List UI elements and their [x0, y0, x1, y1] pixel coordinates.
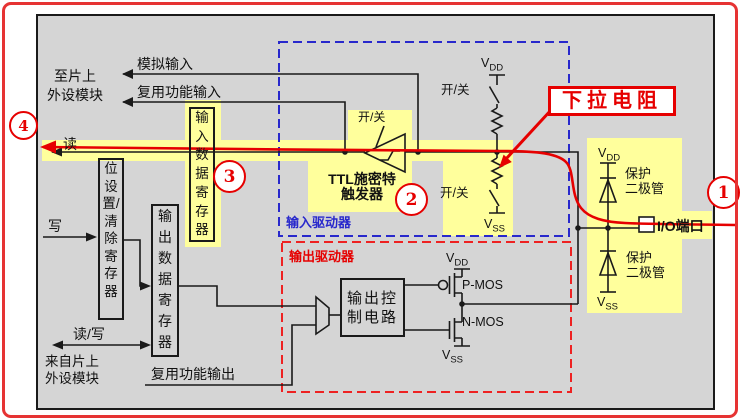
label-switch-trigger: 开/关 [358, 110, 386, 124]
label-vss-diode: VSS [597, 295, 619, 313]
callout-4: 4 [9, 111, 38, 140]
label-input-driver: 输入驱动器 [286, 215, 352, 230]
label-to-peripheral: 至片上 外设模块 [47, 68, 103, 103]
arrowheads [51, 69, 151, 350]
label-switch-pullup: 开/关 [441, 83, 470, 97]
callout-2: 2 [395, 183, 428, 216]
callout-3: 3 [213, 160, 246, 193]
pmos-gate-bubble [437, 279, 449, 291]
label-vss-nmos: VSS [442, 348, 464, 366]
label-switch-pulldown: 开/关 [440, 186, 469, 200]
arrow-read-red [40, 140, 56, 154]
wire-af-output [145, 324, 316, 386]
output-control-box: 输出控 制电路 [340, 278, 405, 337]
callout-1: 1 [707, 176, 740, 209]
trigger-switch-icon [375, 125, 385, 148]
pull-resistor-chain [488, 74, 505, 214]
arrow-rw-right [140, 340, 151, 350]
arrow-analog [122, 69, 133, 79]
label-output-driver: 输出驱动器 [289, 249, 355, 264]
pmos-transistor [403, 268, 470, 304]
input-data-register: 输入数据寄存器 [189, 107, 215, 242]
schmitt-trigger-icon [363, 132, 406, 174]
label-protect-diode-top: 保护 二极管 [625, 166, 665, 196]
highlight-io-block [587, 138, 682, 313]
output-driver-box [281, 241, 572, 393]
wire-af-input [123, 101, 346, 152]
diode-bottom-icon [598, 250, 618, 276]
label-vss-pulldown: VSS [484, 217, 506, 235]
wires [43, 73, 655, 386]
label-vdd-pmos: VDD [446, 251, 469, 269]
pulldown-resistor-callout: 下拉电阻 [548, 86, 676, 116]
label-protect-diode-bottom: 保护 二极管 [626, 250, 666, 280]
pulldown-arrow [503, 107, 554, 162]
nmos-transistor [403, 304, 470, 347]
arrow-rw-left [52, 340, 63, 350]
label-schmitt-trigger: TTL施密特 触发器 [328, 171, 396, 202]
output-data-register: 输出数据寄存器 [151, 204, 179, 357]
label-af-output: 复用功能输出 [151, 366, 235, 382]
pulldown-arrowhead [499, 154, 512, 168]
wire-analog-input [123, 73, 419, 152]
label-nmos: N-MOS [462, 315, 504, 329]
arrow-af-input [122, 97, 133, 107]
input-driver-box [278, 41, 570, 237]
label-vdd-pullup: VDD [481, 56, 504, 74]
label-af-input: 复用功能输入 [137, 84, 221, 100]
arrow-write [86, 232, 97, 242]
label-pmos: P-MOS [462, 278, 503, 292]
highlight-pulldown [443, 140, 513, 236]
label-analog-input: 模拟输入 [137, 56, 193, 72]
label-write: 写 [48, 218, 62, 234]
arrow-read-black [51, 147, 62, 157]
label-vdd-diode: VDD [598, 146, 621, 164]
arrow-bitset [140, 281, 151, 291]
mux-icon [315, 295, 330, 336]
diode-top-icon [598, 177, 618, 203]
wire-odr-to-mux [179, 285, 316, 307]
label-io-port: I/O端口 [657, 218, 704, 234]
bit-set-clear-register: 位设置/清除寄存器 [98, 158, 124, 320]
label-read-write: 读/写 [73, 326, 105, 342]
label-read: 读 [63, 136, 77, 152]
read-path-highlight [42, 145, 739, 227]
label-from-peripheral: 来自片上 外设模块 [45, 354, 99, 386]
